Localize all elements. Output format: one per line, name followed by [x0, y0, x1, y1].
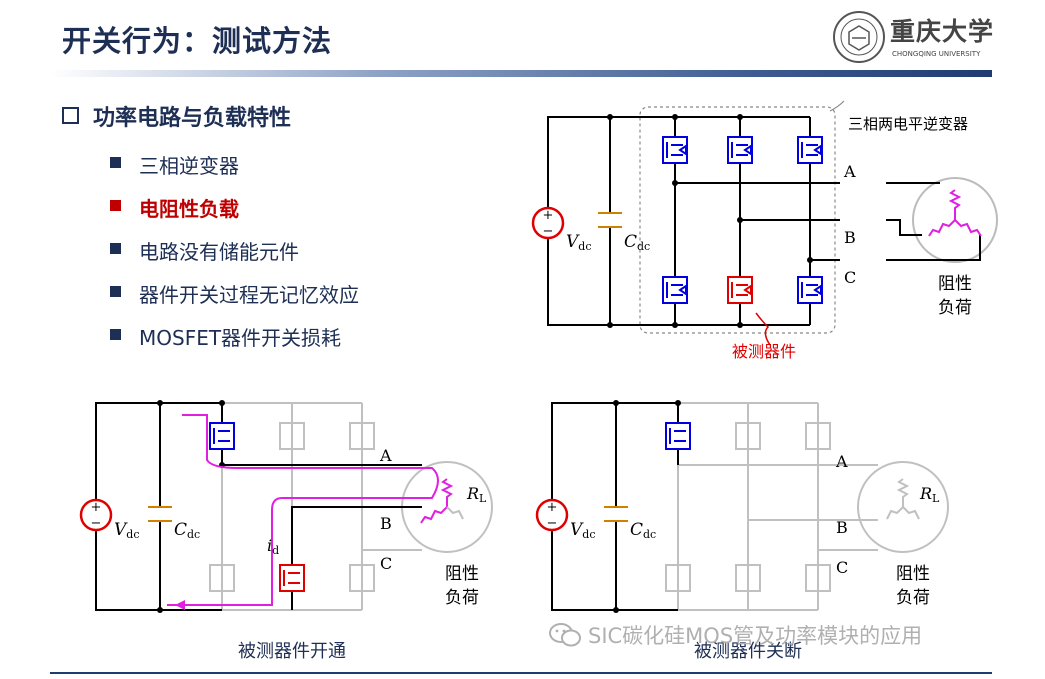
phase-a-label: A — [379, 446, 392, 465]
bullet-item: 三相逆变器 — [110, 150, 359, 193]
load-label-line2: 负荷 — [896, 588, 930, 608]
wechat-icon — [549, 623, 581, 647]
load-label-line1: 阻性 — [938, 274, 972, 294]
bullet-text: MOSFET器件开关损耗 — [139, 326, 342, 350]
svg-text:+: + — [91, 500, 102, 515]
watermark-text: SIC碳化硅MOS管及功率模块的应用 — [588, 624, 923, 648]
page-title: 开关行为：测试方法 — [62, 24, 333, 58]
bullet-item-highlight: 电阻性负载 — [110, 193, 359, 236]
square-bullet-icon — [110, 200, 121, 211]
inverter-label: 三相两电平逆变器 — [848, 115, 968, 133]
dut-label: 被测器件 — [732, 342, 796, 361]
title-underline — [50, 70, 992, 77]
dut-mosfet-icon — [279, 564, 305, 592]
svg-text:−: − — [91, 516, 102, 531]
phase-a-label: A — [835, 452, 848, 471]
load-label-line1: 阻性 — [445, 564, 479, 584]
mosfet-switch-icon — [797, 136, 823, 164]
bullet-text: 电路没有储能元件 — [139, 240, 299, 264]
square-bullet-icon — [110, 329, 121, 340]
load-label-line2: 负荷 — [938, 298, 972, 318]
turn-off-diagram: +− Vdc Cdc A B C RL 阻性 负荷 被测器件关断 — [535, 400, 949, 662]
phase-b-label: B — [380, 514, 392, 533]
logo-name-en: CHONGQING UNIVERSITY — [892, 50, 981, 58]
square-bullet-icon — [110, 286, 121, 297]
voltage-source-icon — [531, 206, 565, 240]
voltage-source-icon — [79, 498, 113, 532]
voltage-source-icon — [535, 498, 569, 532]
load-label-line1: 阻性 — [896, 564, 930, 584]
watermark: SIC碳化硅MOS管及功率模块的应用 — [548, 618, 1018, 652]
checkbox-bullet-icon — [62, 107, 79, 124]
turn-on-caption: 被测器件开通 — [238, 641, 346, 662]
square-bullet-icon — [110, 157, 121, 168]
mosfet-switch-icon — [797, 276, 823, 304]
vdc-label: Vdc — [566, 232, 591, 253]
bullet-item: 器件开关过程无记忆效应 — [110, 279, 359, 322]
footer-rule — [50, 672, 992, 674]
cdc-label: Cdc — [174, 520, 200, 541]
vdc-label: Vdc — [570, 520, 595, 541]
logo-name-cn: 重庆大学 — [890, 17, 995, 46]
bullet-item: 电路没有储能元件 — [110, 236, 359, 279]
mosfet-switch-icon — [662, 136, 688, 164]
bullet-list: 三相逆变器 电阻性负载 电路没有储能元件 器件开关过程无记忆效应 MOSFET器… — [110, 150, 359, 365]
inverter-circuit-diagram: + − Vdc Cdc A B C 被测器件 三相两电平逆变器 — [531, 100, 998, 361]
turn-on-diagram: +− Vdc Cdc A B C id RL 阻性 负荷 被测器件开通 — [79, 400, 493, 662]
phase-b-label: B — [844, 228, 856, 247]
current-label: id — [267, 536, 279, 557]
current-path-arrow — [167, 414, 439, 606]
phase-c-label: C — [836, 558, 848, 577]
mosfet-switch-icon — [662, 276, 688, 304]
dut-pointer — [755, 312, 771, 346]
mosfet-switch-icon — [209, 422, 235, 450]
section-heading-text: 功率电路与负载特性 — [93, 106, 292, 131]
phase-c-label: C — [380, 554, 392, 573]
cdc-label: Cdc — [624, 232, 650, 253]
cdc-label: Cdc — [630, 520, 656, 541]
vdc-label: Vdc — [114, 520, 139, 541]
bullet-text: 三相逆变器 — [139, 154, 239, 178]
svg-text:+: + — [547, 500, 558, 515]
svg-text:+: + — [543, 208, 554, 223]
svg-text:−: − — [547, 516, 558, 531]
phase-a-label: A — [843, 162, 856, 181]
phase-b-label: B — [836, 518, 848, 537]
rl-label: RL — [919, 484, 940, 505]
bullet-text: 电阻性负载 — [139, 197, 239, 221]
university-seal-icon — [833, 11, 885, 63]
svg-text:−: − — [543, 224, 554, 239]
rl-label: RL — [466, 484, 487, 505]
dut-mosfet-icon — [727, 276, 753, 304]
bullet-text: 器件开关过程无记忆效应 — [139, 283, 359, 307]
mosfet-switch-icon — [665, 422, 691, 450]
mosfet-switch-icon — [727, 136, 753, 164]
load-label-line2: 负荷 — [445, 588, 479, 608]
section-heading: 功率电路与负载特性 — [62, 100, 291, 132]
bullet-item: MOSFET器件开关损耗 — [110, 322, 359, 365]
turn-off-caption: 被测器件关断 — [694, 641, 802, 662]
square-bullet-icon — [110, 243, 121, 254]
university-logo: 重庆大学 CHONGQING UNIVERSITY — [832, 10, 1002, 66]
phase-c-label: C — [844, 268, 856, 287]
